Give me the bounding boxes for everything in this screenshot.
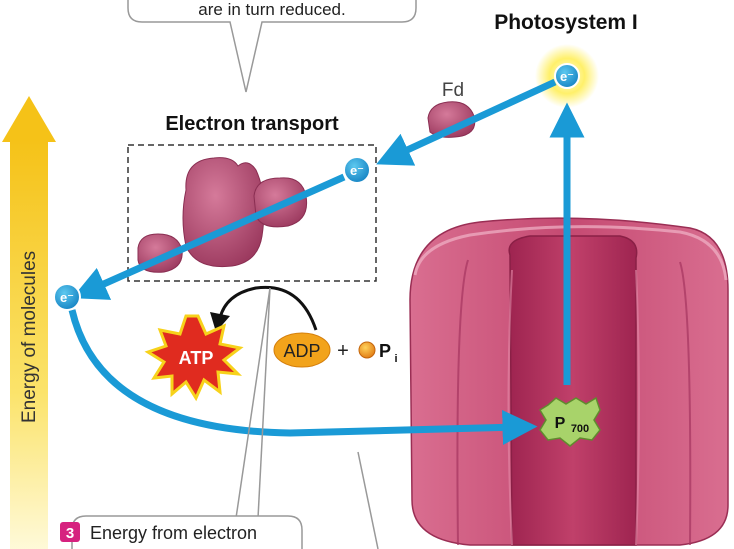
p700-reaction-center: P 700 (538, 396, 601, 447)
photosystem-title: Photosystem I (494, 11, 638, 34)
electron-flow-arrows (68, 78, 585, 445)
top-callout: are in turn reduced. (127, 0, 417, 93)
p700-label: P (555, 415, 566, 432)
step3-badge (60, 522, 80, 542)
step3-callout: 3 Energy from electron (60, 515, 303, 549)
ferredoxin-label: Fd (442, 80, 464, 101)
energy-axis-label: Energy of molecules (19, 251, 40, 423)
phosphate-subscript: i (394, 353, 397, 365)
step3-number: 3 (66, 525, 74, 542)
plus-sign: + (337, 340, 349, 362)
atp-synthesis-arrowhead (210, 312, 230, 332)
adp-label: ADP (283, 341, 320, 361)
energy-axis: Energy of molecules (2, 96, 56, 549)
atp-starburst: ATP (144, 314, 244, 402)
bottom-pointers (235, 287, 379, 549)
electron-label: e⁻ (60, 290, 74, 305)
electron-badge-transport: e⁻ (343, 156, 371, 184)
electron-badge-low: e⁻ (53, 283, 81, 311)
adp-pi-group: ADP + P i (273, 332, 398, 368)
atp-label: ATP (179, 348, 214, 368)
electron-label: e⁻ (560, 69, 574, 84)
phosphate-label: P (379, 341, 391, 361)
electron-label: e⁻ (350, 163, 364, 178)
atp-synthesis-arrow (218, 285, 318, 331)
electron-transport-box (127, 144, 377, 282)
p700-subscript: 700 (571, 423, 589, 435)
excited-electron: e⁻ (535, 44, 599, 108)
step3-text: Energy from electron (90, 523, 257, 543)
top-callout-text: are in turn reduced. (198, 0, 345, 19)
phosphate-ball (358, 341, 376, 359)
electron-transport-title: Electron transport (165, 113, 339, 135)
